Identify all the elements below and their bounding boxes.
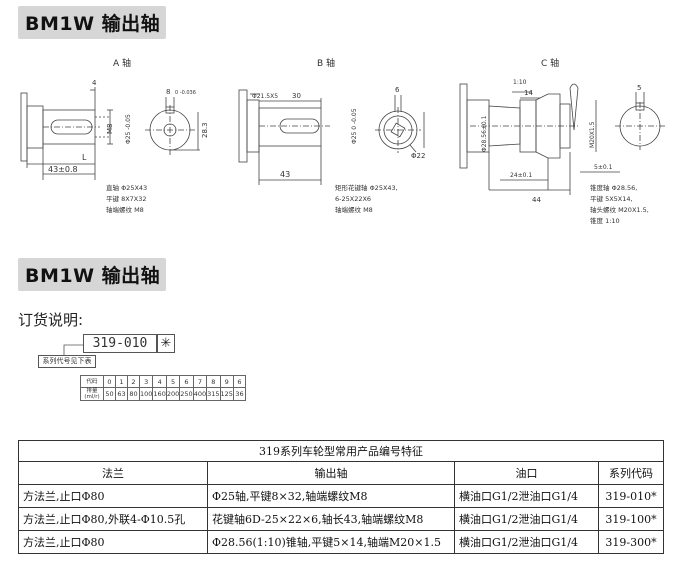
disp-cell: 代码 <box>80 375 104 388</box>
disp-cell: 315 <box>206 387 221 401</box>
disp-cell: 2 <box>127 375 140 388</box>
disp-header-row: 代码 0 1 2 3 4 5 6 7 8 9 6 <box>80 375 246 388</box>
cell-series-code: 319-100* <box>598 507 664 531</box>
drawing-c-note-3: 锥度 1:10 <box>590 216 620 225</box>
drawing-b-note-2: 轴端螺纹 M8 <box>335 205 373 214</box>
disp-cell: 6 <box>232 375 246 388</box>
drawing-c-note-2: 轴头螺纹 M20X1.5, <box>590 205 649 214</box>
shaft-drawings: A 轴 4 8 0 -0.036 M8 Φ25 -0.05 28.3 43±0.… <box>20 57 665 225</box>
disp-cell: 排量(ml/r) <box>80 387 104 401</box>
cell-flange: 方法兰,止口Φ80 <box>18 484 208 508</box>
disp-cell: 36 <box>232 387 246 401</box>
drawing-c-dim-2: Φ28.56±0.1 <box>481 115 488 152</box>
drawing-c-note-1: 平键 5X5X14, <box>590 194 633 203</box>
drawing-b-dim-3: Φ25 0 -0.05 <box>351 108 358 144</box>
drawing-c-dim-1: 14 <box>524 89 533 97</box>
drawing-b-dim-1: 30 <box>292 92 301 100</box>
drawing-a-dim-1: 8 <box>166 88 170 96</box>
cell-output-shaft: 花键轴6D-25×22×6,轴长43,轴端螺纹M8 <box>207 507 455 531</box>
drawing-a-title: A 轴 <box>113 57 131 69</box>
drawing-b-dim-0: Φ21.5X5 <box>252 93 278 100</box>
table-row: 方法兰,止口Φ80 Φ28.56(1:10)锥轴,平键5×14,轴端M20×1.… <box>18 530 664 554</box>
drawing-b-dim-2: 6 <box>395 86 400 94</box>
drawing-b-title: B 轴 <box>317 57 335 69</box>
drawing-c-dim-4: 24±0.1 <box>510 172 532 179</box>
section-header-bottom: BM1W 输出轴 <box>18 258 166 291</box>
drawing-b-note-1: 6-25X22X6 <box>335 195 371 203</box>
cell-output-shaft: Φ28.56(1:10)锥轴,平键5×14,轴端M20×1.5 <box>207 530 455 554</box>
drawing-a-note-2: 轴端螺纹 M8 <box>106 205 144 214</box>
disp-cell: 5 <box>165 375 181 388</box>
table-caption-row: 319系列车轮型常用产品编号特征 <box>18 440 664 462</box>
cell-series-code: 319-300* <box>598 530 664 554</box>
disp-cell: 4 <box>152 375 167 388</box>
drawing-a-dim-2: 0 -0.036 <box>175 90 196 96</box>
drawing-a-dim-7: L <box>82 153 87 162</box>
disp-cell: 200 <box>165 387 181 401</box>
drawing-a-dim-6: 43±0.8 <box>48 165 78 174</box>
drawing-a-dim-0: 4 <box>92 79 97 87</box>
cell-oil-port: 横油口G1/2泄油口G1/4 <box>454 530 599 554</box>
disp-cell: 6 <box>179 375 194 388</box>
drawing-a <box>20 87 200 180</box>
header-series-code: 系列代码 <box>598 461 664 485</box>
drawing-c-dim-3: M20X1.5 <box>589 121 596 148</box>
drawing-b-dim-4: Φ22 <box>411 152 425 160</box>
disp-cell: 0 <box>103 375 116 388</box>
leader-line <box>63 344 84 355</box>
drawing-a-note-0: 直轴 Φ25X43 <box>106 183 147 192</box>
order-code: 319-010 <box>83 334 157 353</box>
table-caption: 319系列车轮型常用产品编号特征 <box>18 440 664 462</box>
disp-value-row: 排量(ml/r) 50 63 80 100 160 200 250 400 31… <box>80 387 246 401</box>
drawing-c-dim-5: 44 <box>532 196 541 204</box>
disp-cell: 50 <box>103 387 116 401</box>
drawing-c-title: C 轴 <box>541 57 559 69</box>
drawing-c-note-0: 锥度轴 Φ28.56, <box>590 183 637 192</box>
disp-cell: 8 <box>206 375 221 388</box>
section-header-top: BM1W 输出轴 <box>18 6 166 39</box>
drawing-b-dim-5: 43 <box>280 170 290 179</box>
cell-flange: 方法兰,止口Φ80 <box>18 530 208 554</box>
header-flange: 法兰 <box>18 461 208 485</box>
displacement-table: 代码 0 1 2 3 4 5 6 7 8 9 6 排量(ml/r) 50 63 … <box>80 375 246 401</box>
drawing-a-dim-5: 28.3 <box>201 122 209 138</box>
disp-cell: 80 <box>127 387 140 401</box>
order-code-star: ✳ <box>157 334 175 353</box>
disp-cell: 9 <box>219 375 234 388</box>
series-code-note: 系列代号见下表 <box>38 355 96 368</box>
drawing-c-dim-6: 5±0.1 <box>594 164 613 171</box>
disp-cell: 7 <box>192 375 208 388</box>
section-title-bottom: BM1W 输出轴 <box>25 265 161 287</box>
cell-oil-port: 横油口G1/2泄油口G1/4 <box>454 484 599 508</box>
disp-cell: 63 <box>115 387 128 401</box>
section-title-top: BM1W 输出轴 <box>25 13 161 35</box>
drawing-a-dim-3: M8 <box>106 124 114 135</box>
table-header-row: 法兰 输出轴 油口 系列代码 <box>18 461 664 485</box>
drawing-c-dim-7: 5 <box>637 84 641 92</box>
table-row: 方法兰,止口Φ80,外联4-Φ10.5孔 花键轴6D-25×22×6,轴长43,… <box>18 507 664 531</box>
header-output-shaft: 输出轴 <box>207 461 455 485</box>
cell-oil-port: 横油口G1/2泄油口G1/4 <box>454 507 599 531</box>
cell-output-shaft: Φ25轴,平键8×32,轴端螺纹M8 <box>207 484 455 508</box>
header-oil-port: 油口 <box>454 461 599 485</box>
drawing-b-note-0: 矩形花键轴 Φ25X43, <box>335 183 398 192</box>
drawing-a-note-1: 平键 8X7X32 <box>106 194 147 203</box>
order-label: 订货说明: <box>18 311 84 329</box>
disp-cell: 1 <box>115 375 128 388</box>
disp-cell: 250 <box>179 387 194 401</box>
product-code-table: 319系列车轮型常用产品编号特征 法兰 输出轴 油口 系列代码 方法兰,止口Φ8… <box>18 440 664 554</box>
table-row: 方法兰,止口Φ80 Φ25轴,平键8×32,轴端螺纹M8 横油口G1/2泄油口G… <box>18 484 664 508</box>
drawing-c <box>459 83 665 195</box>
drawing-c-dim-0: 1:10 <box>513 79 527 86</box>
disp-cell: 125 <box>219 387 234 401</box>
disp-cell: 400 <box>192 387 208 401</box>
cell-flange: 方法兰,止口Φ80,外联4-Φ10.5孔 <box>18 507 208 531</box>
disp-cell: 160 <box>152 387 167 401</box>
disp-cell: 3 <box>138 375 154 388</box>
drawing-b <box>238 89 425 185</box>
disp-cell: 100 <box>138 387 154 401</box>
drawing-a-dim-4: Φ25 -0.05 <box>125 114 132 144</box>
cell-series-code: 319-010* <box>598 484 664 508</box>
